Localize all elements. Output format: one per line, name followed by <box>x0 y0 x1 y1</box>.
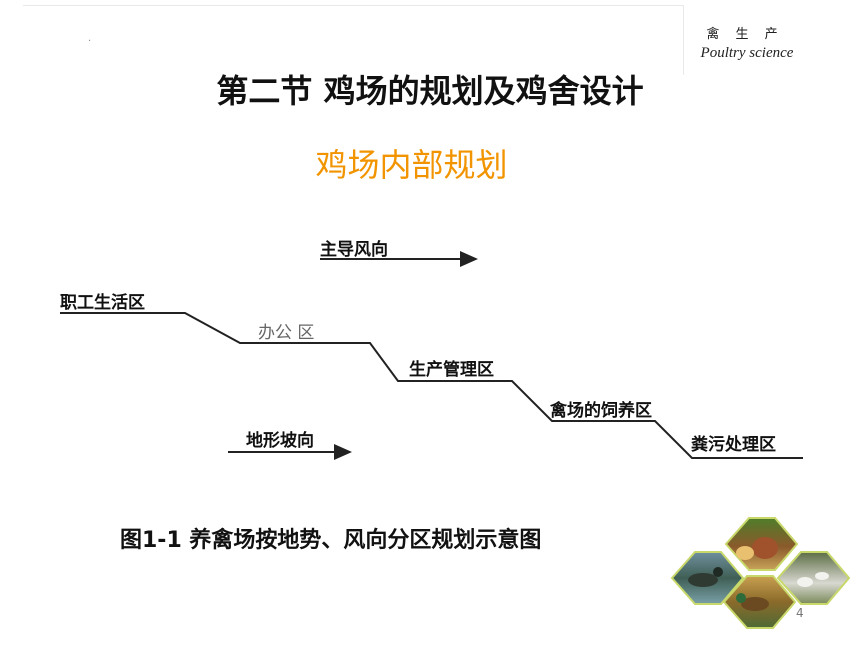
slide-title: 第二节 鸡场的规划及鸡舍设计 <box>216 72 644 110</box>
zone-waste-treatment: 粪污处理区 <box>691 435 776 455</box>
slope-direction-label: 地形坡向 <box>246 431 314 451</box>
zone-office: 办公 区 <box>258 323 315 343</box>
slide-subtitle: 鸡场内部规划 <box>315 146 508 184</box>
terrain-step-line <box>60 312 803 459</box>
page-number: 4 <box>796 606 804 620</box>
zone-breeding: 禽场的饲养区 <box>550 401 652 421</box>
zone-staff-living: 职工生活区 <box>60 293 145 313</box>
top-frame-line <box>23 5 683 6</box>
rooster-shape <box>752 537 778 559</box>
figure-caption: 图1-1 养禽场按地势、风向分区规划示意图 <box>120 528 542 553</box>
mallard-head-shape <box>736 593 746 603</box>
decorative-dot: . <box>88 33 92 44</box>
mallard-shape <box>741 597 769 611</box>
hen-shape <box>736 546 754 560</box>
goose-shape-2 <box>815 572 829 580</box>
geese-photo <box>776 551 851 605</box>
header-divider-line <box>683 5 684 75</box>
wind-direction-label: 主导风向 <box>320 240 388 260</box>
course-title-cn: 禽 生 产 <box>706 27 784 42</box>
duck-head-shape <box>713 567 723 577</box>
goose-shape-1 <box>797 577 813 587</box>
zone-production-management: 生产管理区 <box>409 360 494 380</box>
duck-shape <box>688 573 718 587</box>
course-title-en: Poultry science <box>700 45 794 61</box>
